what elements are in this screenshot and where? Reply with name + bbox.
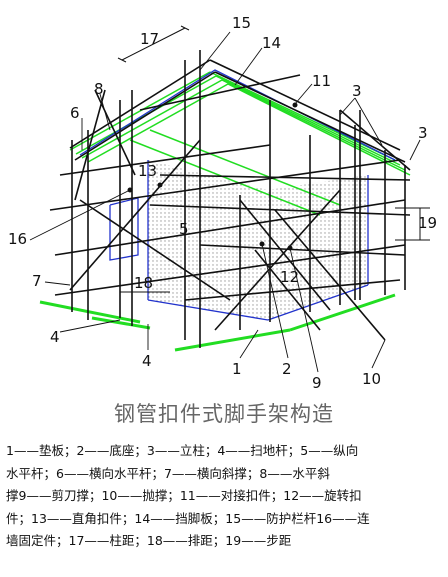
- leader-lines: [29, 31, 421, 373]
- screen-outline: [79, 69, 396, 321]
- legend-line: 撑9——剪刀撑；10——抛撑；11——对接扣件；12——旋转扣: [6, 488, 362, 503]
- label-15: 15: [232, 14, 251, 32]
- label-1: 1: [232, 360, 242, 378]
- legend-line: 件；13——直角扣件；14——挡脚板；15——防护栏杆16——连: [6, 510, 370, 526]
- diagram-title: 钢管扣件式脚手架构造: [114, 402, 334, 426]
- label-19: 19: [418, 214, 437, 232]
- label-18: 18: [134, 274, 153, 292]
- label-8: 8: [94, 80, 104, 98]
- label-3-top: 3: [352, 82, 362, 100]
- label-4-left: 4: [50, 328, 60, 346]
- label-5: 5: [179, 220, 189, 238]
- label-17: 17: [140, 30, 159, 48]
- label-11: 11: [312, 72, 331, 90]
- scaffold-diagram: 17 15 14 11 3 3 8 6 13 5 16 7 18 12 19 4…: [8, 14, 437, 392]
- label-14: 14: [262, 34, 281, 52]
- legend-line: 墙固定件；17——柱距；18——排距；19——步距: [6, 533, 292, 548]
- label-4-bottom: 4: [142, 352, 152, 370]
- label-9: 9: [312, 374, 322, 392]
- label-13: 13: [138, 162, 157, 180]
- label-2: 2: [282, 360, 292, 378]
- label-16: 16: [8, 230, 27, 248]
- legend-line: 1——垫板；2——底座；3——立柱；4——扫地杆；5——纵向: [6, 443, 359, 458]
- label-7: 7: [32, 272, 42, 290]
- legend-line: 水平杆；6——横向水平杆；7——横向斜撑；8——水平斜: [6, 465, 330, 481]
- steel-pipes: [49, 50, 411, 348]
- legend: 1——垫板；2——底座；3——立柱；4——扫地杆；5——纵向 水平杆；6——横向…: [6, 440, 446, 553]
- label-6: 6: [70, 104, 80, 122]
- dimension-marks: [117, 25, 430, 293]
- label-10: 10: [362, 370, 381, 388]
- label-3-right: 3: [418, 124, 428, 142]
- label-12: 12: [280, 268, 299, 286]
- top-planks: [69, 71, 411, 216]
